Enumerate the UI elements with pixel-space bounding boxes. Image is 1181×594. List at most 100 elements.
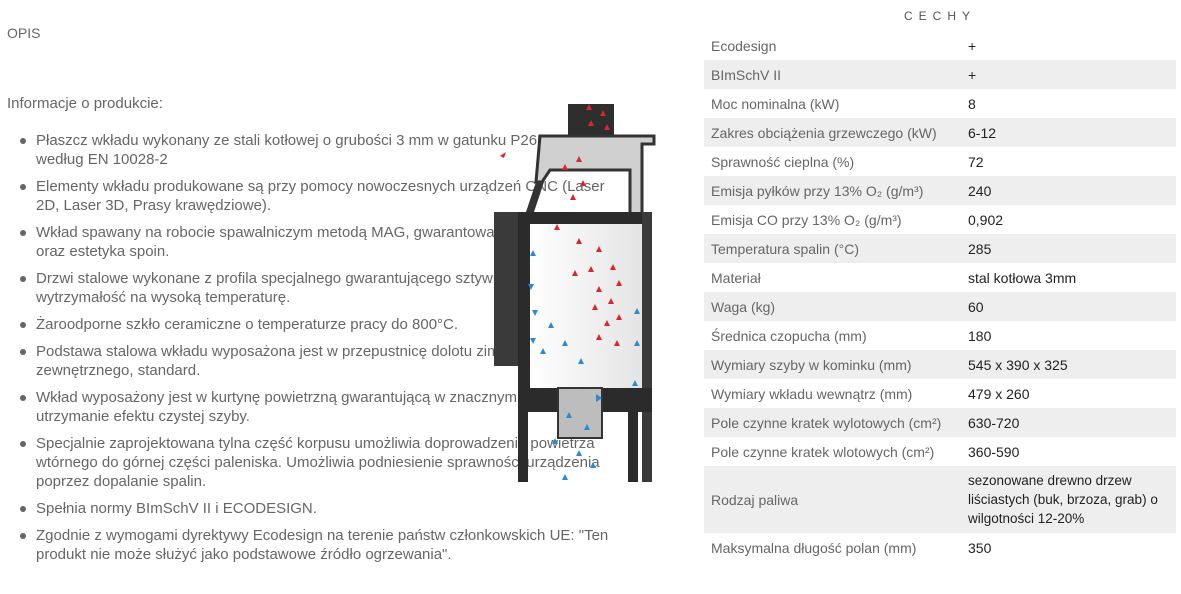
right-jacket (642, 212, 652, 482)
spec-key: Emisja CO przy 13% O₂ (g/m³) (711, 211, 902, 228)
spec-value: 8 (968, 95, 976, 112)
feature-item: Wkład spawany na robocie spawalniczym me… (19, 223, 619, 261)
table-row: Materiał stal kotłowa 3mm (704, 263, 1176, 292)
feature-text: Wkład wyposażony jest w kurtynę powietrz… (36, 389, 570, 425)
feature-text: Płaszcz wkładu wykonany ze stali kotłowe… (36, 132, 568, 168)
spec-value: 60 (961, 292, 1176, 321)
feature-text: Żaroodporne szkło ceramiczne o temperatu… (36, 316, 459, 333)
hot-air-arrows (500, 104, 622, 346)
hot-arrow (576, 156, 582, 162)
spec-value: 6-12 (961, 118, 1176, 147)
bullet-icon (20, 533, 26, 539)
hot-arrow (616, 280, 622, 286)
feature-item: Specjalnie zaprojektowana tylna część ko… (19, 434, 619, 491)
spec-key: Średnica czopucha (mm) (711, 327, 867, 344)
bullet-icon (20, 322, 26, 328)
feature-item: Spełnia normy BImSchV II i ECODESIGN. (19, 499, 619, 518)
table-row: Moc nominalna (kW) 8 (704, 89, 1176, 118)
cold-arrow (634, 308, 640, 314)
hot-arrow (576, 238, 582, 244)
table-row: Emisja CO przy 13% O₂ (g/m³) 0,902 (704, 205, 1176, 234)
spec-value: 350 (968, 539, 992, 556)
product-info-heading: Informacje o produkcie: (7, 95, 163, 112)
table-row: Sprawność cieplna (%)72 (704, 147, 1176, 176)
cold-arrow (632, 380, 638, 386)
feature-item: Wkład wyposażony jest w kurtynę powietrz… (19, 388, 619, 426)
hot-arrow (580, 180, 586, 186)
table-row: Wymiary szyby w kominku (mm)545 x 390 x … (704, 350, 1176, 379)
firebox-glass (530, 224, 642, 388)
table-row: Wymiary wkładu wewnątrz (mm) 479 x 260 (704, 379, 1176, 408)
table-row: Waga (kg)60 (704, 292, 1176, 321)
cold-arrow (552, 438, 558, 444)
air-inlet-duct (557, 387, 603, 439)
spec-key: Materiał (711, 269, 761, 286)
feature-item: Podstawa stalowa wkładu wyposażona jest … (19, 342, 619, 380)
hot-arrow (600, 110, 606, 116)
spec-key: Emisja pyłków przy 13% O₂ (g/m³) (704, 176, 961, 205)
table-row: Zakres obciążenia grzewczego (kW)6-12 (704, 118, 1176, 147)
spec-key: Wymiary wkładu wewnątrz (mm) (711, 385, 913, 402)
hot-arrow (586, 104, 592, 110)
cold-arrow (596, 394, 602, 402)
table-row: Średnica czopucha (mm) 180 (704, 321, 1176, 350)
feature-text: Specjalnie zaprojektowana tylna część ko… (36, 435, 600, 490)
top-hood (534, 134, 656, 222)
feature-text: Zgodnie z wymogami dyrektywy Ecodesign n… (36, 527, 609, 563)
feature-item: Zgodnie z wymogami dyrektywy Ecodesign n… (19, 526, 619, 564)
spec-table: Ecodesign+ BImSchV II+ Moc nominalna (kW… (704, 31, 1176, 562)
cold-arrow (584, 424, 590, 430)
spec-key: Moc nominalna (kW) (711, 95, 840, 112)
cold-arrow (530, 250, 536, 256)
hot-arrow (608, 298, 614, 304)
hot-arrow (610, 264, 616, 270)
spec-key: Pole czynne kratek wlotowych (cm²) (711, 443, 935, 460)
cold-arrow (532, 310, 538, 316)
bullet-icon (20, 276, 26, 282)
cold-arrow (590, 462, 596, 468)
table-row: BImSchV II+ (704, 60, 1176, 89)
bullet-icon (20, 138, 26, 144)
bullet-icon (20, 395, 26, 401)
feature-text: Drzwi stalowe wykonane z profila specjal… (36, 270, 533, 306)
spec-value: 630-720 (961, 408, 1176, 437)
hot-arrow (614, 340, 620, 346)
spec-value: 545 x 390 x 325 (961, 350, 1176, 379)
cold-arrow (578, 358, 584, 364)
spec-key: Waga (kg) (704, 292, 961, 321)
bullet-icon (20, 184, 26, 190)
spec-key: Maksymalna długość polan (mm) (711, 539, 917, 556)
spec-value: 240 (961, 176, 1176, 205)
hot-arrow (554, 224, 560, 230)
hot-arrow (562, 164, 568, 170)
hot-arrow (500, 152, 506, 158)
cold-arrow (540, 348, 546, 354)
hot-arrow (572, 270, 578, 276)
spec-key: Pole czynne kratek wylotowych (cm²) (704, 408, 961, 437)
hot-arrow (570, 194, 576, 200)
table-row: Pole czynne kratek wlotowych (cm²)360-59… (704, 437, 1176, 466)
cold-arrow (634, 340, 640, 346)
spec-value: stal kotłowa 3mm (968, 269, 1077, 286)
cold-arrow (530, 338, 536, 344)
hot-arrow (592, 304, 598, 310)
hot-arrow (604, 124, 610, 130)
feature-item: Płaszcz wkładu wykonany ze stali kotłowe… (19, 131, 619, 169)
cold-arrow (576, 450, 582, 456)
table-row: Emisja pyłków przy 13% O₂ (g/m³)240 (704, 176, 1176, 205)
hot-arrow (588, 120, 594, 126)
hot-arrow (596, 246, 602, 252)
bullet-icon (20, 506, 26, 512)
base-leg-left (518, 412, 528, 482)
spec-value: 0,902 (968, 211, 1004, 228)
hot-arrow (616, 314, 622, 320)
fireplace-insert-diagram (494, 104, 656, 482)
bullet-icon (20, 349, 26, 355)
bullet-icon (20, 441, 26, 447)
spec-key: Zakres obciążenia grzewczego (kW) (704, 118, 961, 147)
spec-key: Rodzaj paliwa (704, 466, 961, 533)
spec-value: 180 (968, 327, 992, 344)
cold-arrow (562, 340, 568, 346)
spec-value: 479 x 260 (968, 385, 1030, 402)
